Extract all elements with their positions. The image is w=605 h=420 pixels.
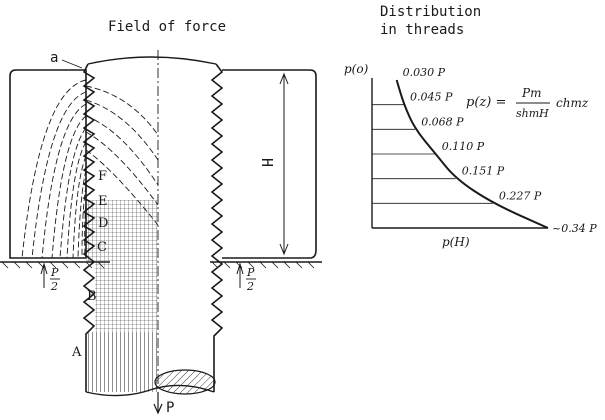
bolt-top xyxy=(87,56,217,65)
left-title: Field of force xyxy=(108,19,226,35)
point-label-d: D xyxy=(98,216,108,231)
value-label-3: 0.110 P xyxy=(442,140,485,153)
point-label-c: C xyxy=(97,240,107,255)
bolt-thread-right xyxy=(210,63,224,392)
distribution-curve xyxy=(395,79,549,229)
right-title-line1: Distribution xyxy=(380,4,481,20)
label-h: H xyxy=(258,158,276,167)
formula-rhs: chmz xyxy=(556,96,589,110)
point-label-f: F xyxy=(98,169,107,184)
half-load-den-right: 2 xyxy=(246,280,254,293)
point-label-e: E xyxy=(98,194,108,209)
nut-left-body xyxy=(9,69,87,259)
half-load-num-left: P xyxy=(50,266,59,279)
formula-numerator: Pm xyxy=(521,86,541,100)
y-top-label: p(o) xyxy=(344,62,369,76)
h-arrow-bottom xyxy=(279,243,289,256)
bolt-shank-hatch xyxy=(88,332,158,392)
distribution-chart: 0.030 P 0.045 P 0.068 P 0.110 P 0.151 P 0.227… xyxy=(344,62,597,249)
bolt-lower-stress-zone xyxy=(95,262,158,332)
value-label-6: ~0.34 P xyxy=(552,222,597,235)
formula-denominator: shmH xyxy=(516,107,549,120)
formula-lhs: p(z) = xyxy=(466,95,506,110)
half-load-arrowhead-left xyxy=(40,262,48,275)
h-arrow-top xyxy=(279,72,289,85)
label-a: a xyxy=(50,50,58,66)
value-label-2: 0.068 P xyxy=(421,115,464,128)
distribution-rules xyxy=(372,104,493,204)
nut-right-body xyxy=(222,69,317,259)
p-arrow-head xyxy=(153,403,163,415)
half-load-num-right: P xyxy=(246,266,255,279)
value-label-1: 0.045 P xyxy=(410,91,453,104)
half-load-den-left: 2 xyxy=(50,280,58,293)
right-title-line2: in threads xyxy=(380,22,464,38)
bolt-cross-section xyxy=(154,369,216,395)
point-labels: A B C D E F xyxy=(71,169,108,360)
leader-a xyxy=(61,59,83,69)
distribution-value-labels: 0.030 P 0.045 P 0.068 P 0.110 P 0.151 P 0.227… xyxy=(403,66,598,235)
value-label-0: 0.030 P xyxy=(403,66,446,79)
x-bottom-label: p(H) xyxy=(442,235,470,249)
value-label-5: 0.227 P xyxy=(499,189,542,202)
half-load-arrowhead-right xyxy=(236,262,244,275)
left-assembly: H a P P 2 P 2 A B C D E F xyxy=(0,50,322,416)
ground-hatch-right xyxy=(211,261,315,269)
force-field-lines xyxy=(21,79,159,259)
point-label-a: A xyxy=(71,345,82,360)
stress-concentration-zone xyxy=(86,200,158,262)
label-p: P xyxy=(166,400,174,416)
bolt-thread-left xyxy=(82,63,96,392)
value-label-4: 0.151 P xyxy=(462,165,505,178)
point-label-b: B xyxy=(87,289,97,304)
